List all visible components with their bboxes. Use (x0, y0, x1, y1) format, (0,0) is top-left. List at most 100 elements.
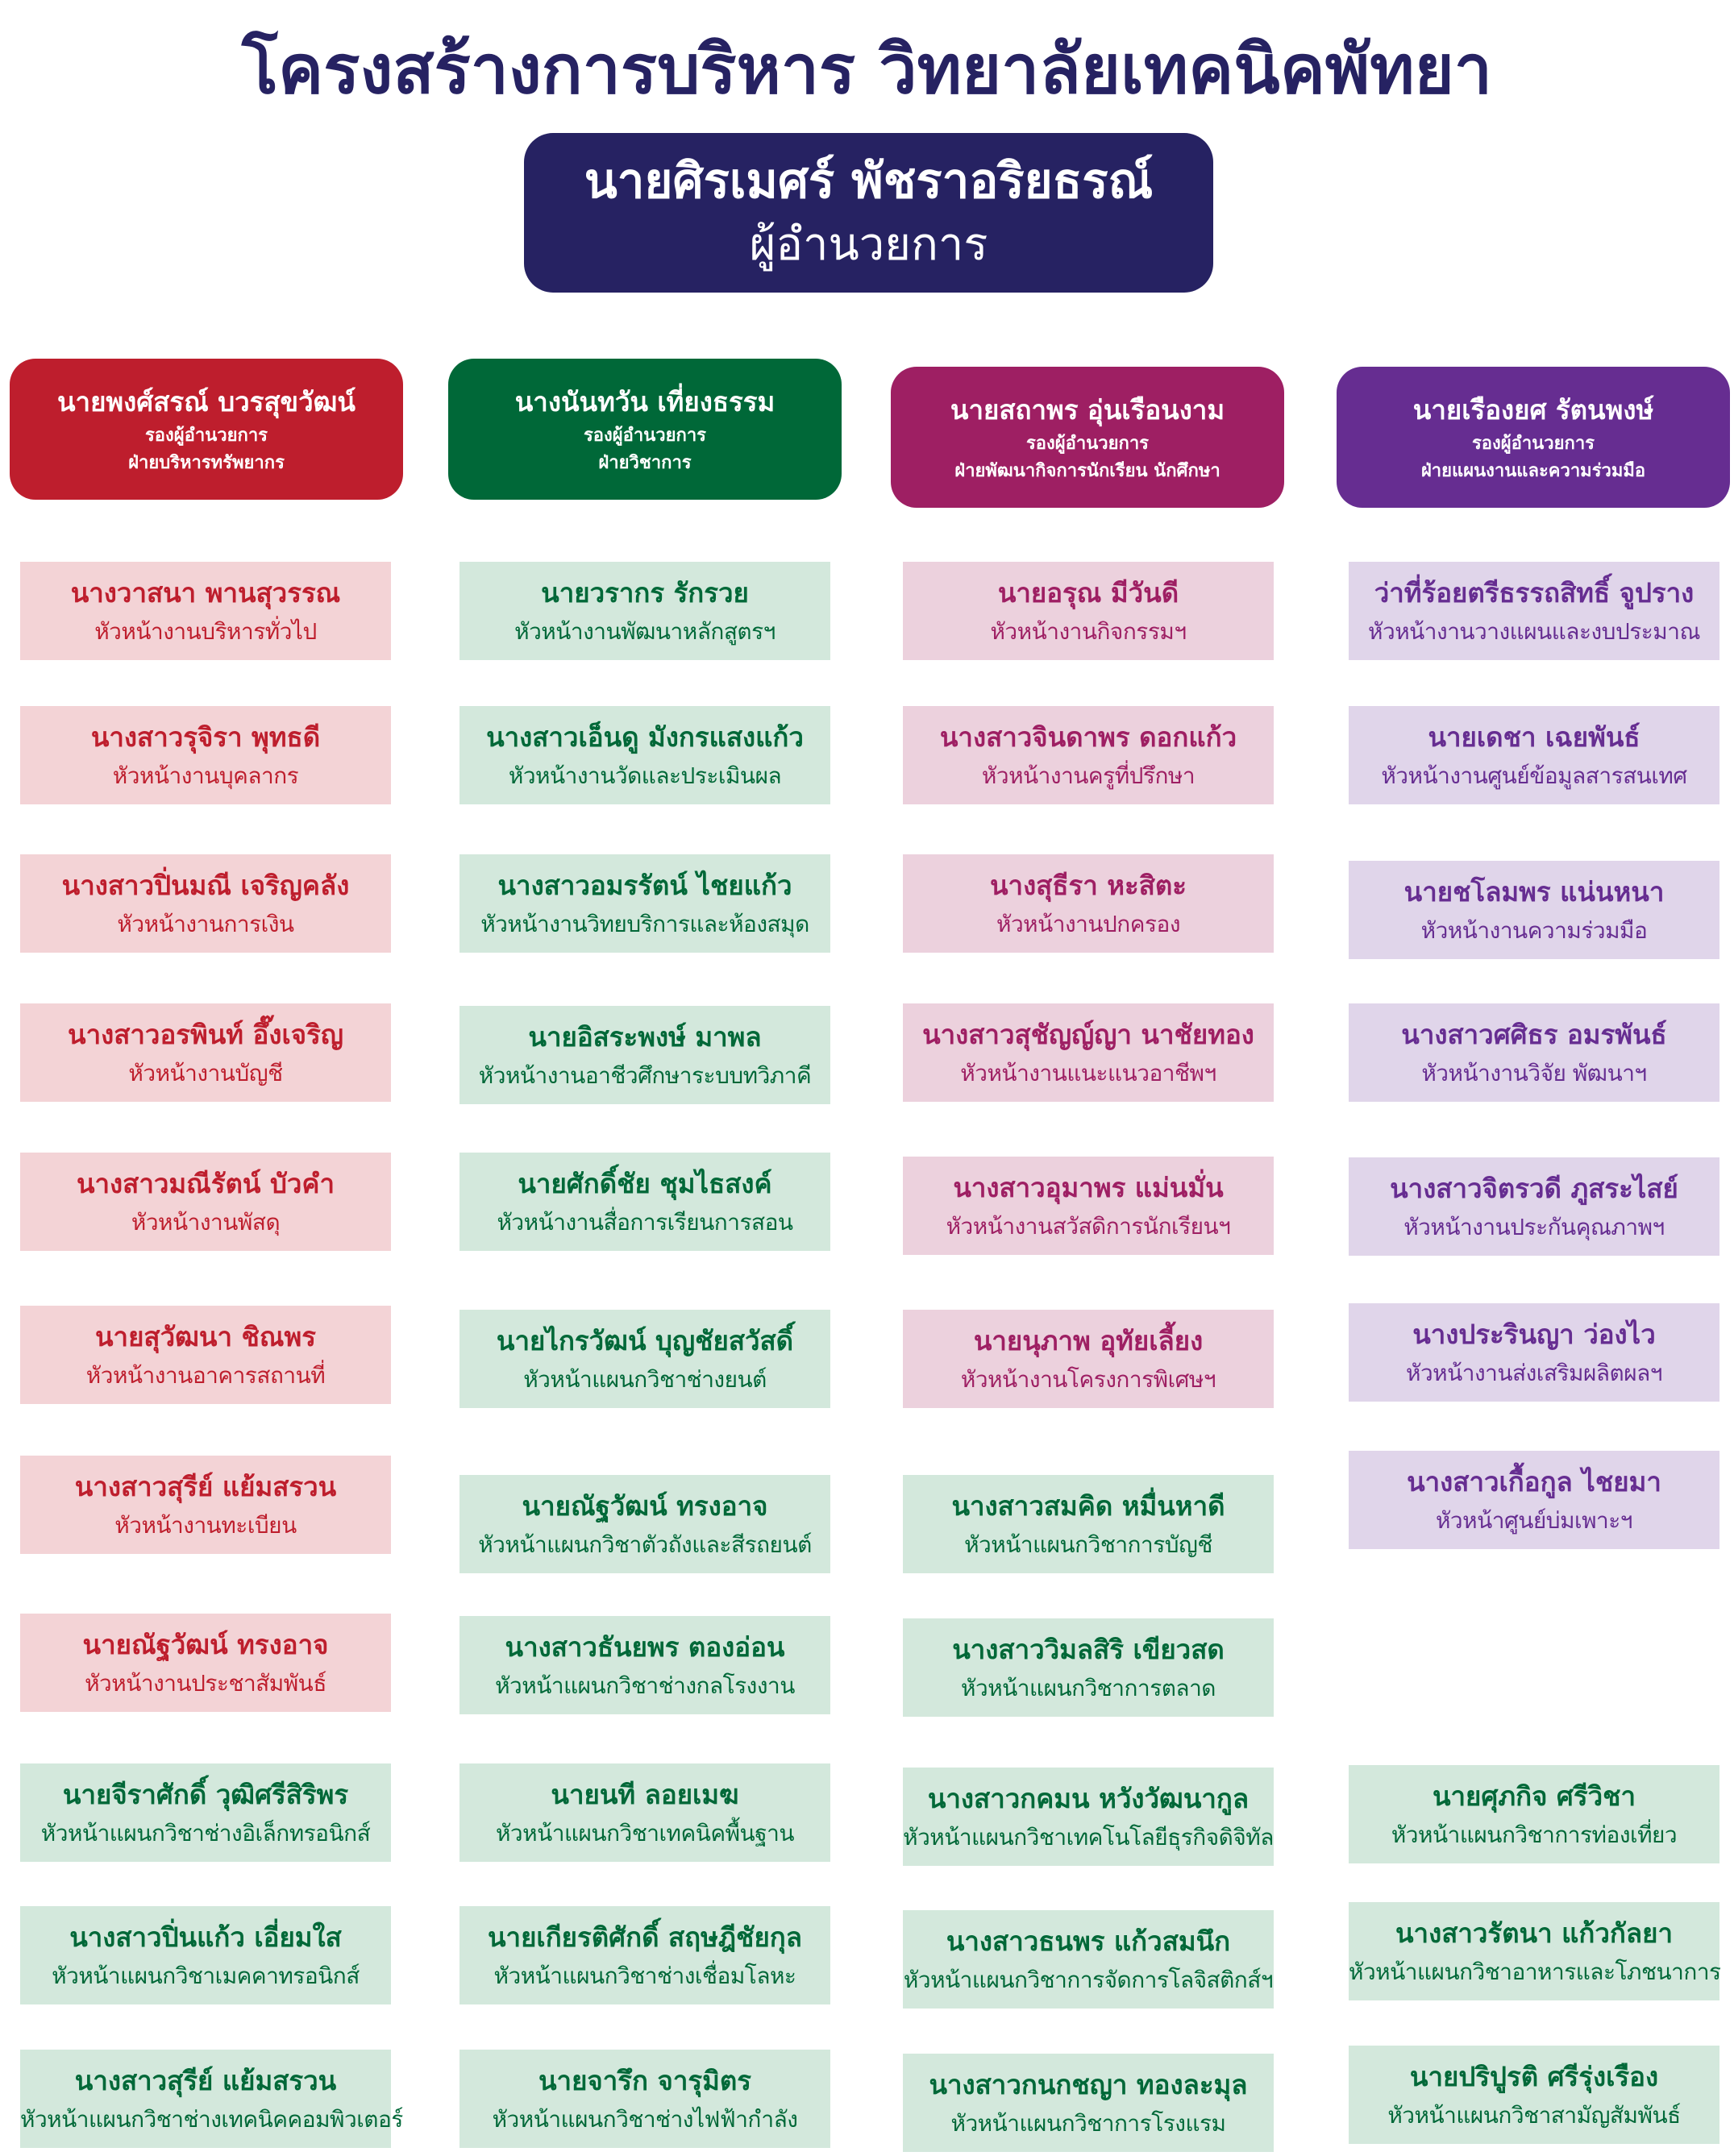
staff-name: นางสุธีรา หะสิตะ (989, 870, 1187, 901)
staff-name: นายสุวัฒนา ชิณพร (95, 1321, 316, 1352)
staff-name: นางสาวสุรีย์ แย้มสรวน (74, 2065, 337, 2096)
deputy-name: นายสถาพร อุ่นเรือนงาม (950, 393, 1225, 426)
staff-card: นางสาวธันยพร ตองอ่อนหัวหน้าแผนกวิชาช่างก… (459, 1616, 830, 1714)
staff-card: นายศักดิ์ชัย ชุมไธสงค์หัวหน้างานสื่อการเ… (459, 1153, 830, 1251)
staff-card: นางสาวรัตนา แก้วกัลยาหัวหน้าแผนกวิชาอาหา… (1349, 1902, 1721, 2000)
staff-card: นางสาววิมลสิริ เขียวสดหัวหน้าแผนกวิชาการ… (903, 1618, 1274, 1717)
staff-card: นายณัฐวัฒน์ ทรงอาจหัวหน้าแผนกวิชาตัวถังแ… (459, 1475, 830, 1573)
staff-card: นายนุภาพ อุทัยเลี้ยงหัวหน้างานโครงการพิเ… (903, 1310, 1274, 1408)
staff-name: นายนที ลอยเมฆ (551, 1779, 739, 1810)
staff-name: นางสาวสุรีย์ แย้มสรวน (74, 1471, 337, 1502)
staff-name: นางสาวกนกชญา ทองละมุล (929, 2069, 1248, 2100)
staff-position: หัวหน้าแผนกวิชาการโรงแรม (950, 2110, 1226, 2137)
staff-card: นางสาวจินดาพร ดอกแก้วหัวหน้างานครูที่ปรึ… (903, 706, 1274, 804)
deputy-dept: ฝ่ายพัฒนากิจการนักเรียน นักศึกษา (954, 460, 1220, 481)
staff-card: นายอรุณ มีวันดีหัวหน้างานกิจกรรมฯ (903, 562, 1274, 660)
staff-position: หัวหน้างานสวัสดิการนักเรียนฯ (946, 1213, 1231, 1240)
page-title: โครงสร้างการบริหาร วิทยาลัยเทคนิคพัทยา (241, 30, 1493, 109)
staff-card: นางสาวสมคิด หมื่นหาดีหัวหน้าแผนกวิชาการบ… (903, 1475, 1274, 1573)
staff-name: นายจารึก จารุมิตร (538, 2065, 751, 2096)
staff-card: นางสาวธนพร แก้วสมนึกหัวหน้าแผนกวิชาการจั… (903, 1910, 1274, 2009)
staff-card: นายศุภกิจ ศรีวิชาหัวหน้าแผนกวิชาการท่องเ… (1349, 1765, 1719, 1863)
staff-card: นายอิสระพงษ์ มาพลหัวหน้างานอาชีวศึกษาระบ… (459, 1006, 830, 1104)
staff-card: นางสาวกนกชญา ทองละมุลหัวหน้าแผนกวิชาการโ… (903, 2054, 1274, 2152)
staff-card: นายณัฐวัฒน์ ทรงอาจหัวหน้างานประชาสัมพันธ… (20, 1614, 391, 1712)
staff-position: หัวหน้าแผนกวิชาช่างยนต์ (523, 1366, 767, 1393)
deputy-director-box: นายสถาพร อุ่นเรือนงามรองผู้อำนวยการฝ่ายพ… (891, 367, 1284, 508)
staff-position: หัวหน้างานส่งเสริมผลิตผลฯ (1406, 1360, 1663, 1386)
staff-position: หัวหน้าแผนกวิชาช่างเชื่อมโลหะ (493, 1963, 796, 1989)
staff-card: นายเกียรติศักดิ์ สฤษฎีชัยกุลหัวหน้าแผนกว… (459, 1906, 830, 2004)
staff-position: หัวหน้างานการเงิน (117, 911, 294, 937)
staff-name: นายจีราศักดิ์ วุฒิศรีสิริพร (62, 1779, 349, 1810)
staff-position: หัวหน้างานประชาสัมพันธ์ (85, 1670, 326, 1697)
staff-card: นางสาวเกื้อกูล ไชยมาหัวหน้าศูนย์บ่มเพาะฯ (1349, 1451, 1719, 1549)
staff-position: หัวหน้างานพัฒนาหลักสูตรฯ (514, 618, 776, 645)
staff-card: นางสาวอุมาพร แม่นมั่นหัวหน้างานสวัสดิการ… (903, 1157, 1274, 1255)
staff-name: นางสาวรัตนา แก้วกัลยา (1395, 1917, 1673, 1949)
staff-position: หัวหน้าแผนกวิชาช่างเทคนิคคอมพิวเตอร์ (20, 2106, 403, 2133)
staff-name: นางสาวจิตรวดี ภูสระไสย์ (1390, 1173, 1678, 1204)
staff-position: หัวหน้างานแนะแนวอาชีพฯ (960, 1060, 1216, 1086)
deputy-director-box: นายเรืองยศ รัตนพงษ์รองผู้อำนวยการฝ่ายแผน… (1337, 367, 1730, 508)
staff-position: หัวหน้างานวิทยบริการและห้องสมุด (480, 911, 809, 937)
staff-position: หัวหน้าแผนกวิชาช่างไฟฟ้ากำลัง (492, 2106, 798, 2133)
staff-name: นางสาวอมรรัตน์ ไชยแก้ว (497, 870, 792, 901)
staff-name: นางสาวรุจิรา พุทธดี (90, 721, 321, 753)
deputy-dept: ฝ่ายวิชาการ (598, 452, 692, 473)
staff-name: นางสาวปิ่นแก้ว เอี่ยมใส (69, 1921, 342, 1953)
staff-name: นายณัฐวัฒน์ ทรงอาจ (82, 1629, 329, 1660)
staff-name: นายศักดิ์ชัย ชุมไธสงค์ (518, 1168, 772, 1199)
deputy-director-box: นางนันทวัน เที่ยงธรรมรองผู้อำนวยการฝ่ายว… (448, 359, 842, 500)
staff-name: นางสาววิมลสิริ เขียวสด (952, 1634, 1225, 1665)
director-box: นายศิรเมศร์ พัชราอริยธรณ์ ผู้อำนวยการ (524, 133, 1213, 293)
staff-card: นายปริปูรติ ศรีรุ่งเรืองหัวหน้าแผนกวิชาส… (1349, 2046, 1719, 2144)
staff-name: นางสาวอุมาพร แม่นมั่น (953, 1172, 1224, 1203)
staff-card: นางสาวสุชัญญ์ญา นาชัยทองหัวหน้างานแนะแนว… (903, 1003, 1274, 1102)
staff-card: นางสาวสุรีย์ แย้มสรวนหัวหน้างานทะเบียน (20, 1456, 391, 1554)
staff-card: นางสาวอมรรัตน์ ไชยแก้วหัวหน้างานวิทยบริก… (459, 854, 830, 953)
staff-name: นางสาวเอ็นดู มังกรแสงแก้ว (486, 721, 804, 753)
deputy-name: นางนันทวัน เที่ยงธรรม (514, 385, 776, 417)
staff-name: นางสาวสมคิด หมื่นหาดี (951, 1490, 1225, 1522)
staff-position: หัวหน้าแผนกวิชาเทคนิคพื้นฐาน (495, 1820, 795, 1847)
staff-card: นายจีราศักดิ์ วุฒิศรีสิริพรหัวหน้าแผนกวิ… (20, 1763, 391, 1862)
staff-card: นางสาวเอ็นดู มังกรแสงแก้วหัวหน้างานวัดแล… (459, 706, 830, 804)
staff-card: นางสาวมณีรัตน์ บัวคำหัวหน้างานพัสดุ (20, 1153, 391, 1251)
staff-position: หัวหน้าศูนย์บ่มเพาะฯ (1435, 1507, 1633, 1534)
staff-position: หัวหน้างานโครงการพิเศษฯ (960, 1366, 1216, 1393)
staff-position: หัวหน้างานปกครอง (996, 911, 1181, 937)
staff-card: นายสุวัฒนา ชิณพรหัวหน้างานอาคารสถานที่ (20, 1306, 391, 1404)
staff-card: ว่าที่ร้อยตรีธรรถสิทธิ์ จูปรางหัวหน้างาน… (1349, 562, 1719, 660)
staff-position: หัวหน้างานครูที่ปรึกษา (981, 762, 1196, 789)
staff-card: นางสาวจิตรวดี ภูสระไสย์หัวหน้างานประกันค… (1349, 1157, 1719, 1256)
staff-position: หัวหน้าแผนกวิชาการบัญชี (964, 1531, 1212, 1558)
staff-name: นายชโลมพร แน่นหนา (1403, 876, 1665, 908)
deputy-role: รองผู้อำนวยการ (1471, 433, 1595, 454)
staff-position: หัวหน้าแผนกวิชาอาหารและโภชนาการ (1349, 1959, 1721, 1985)
staff-name: นายนุภาพ อุทัยเลี้ยง (973, 1325, 1204, 1356)
staff-card: นางสุธีรา หะสิตะหัวหน้างานปกครอง (903, 854, 1274, 953)
staff-name: นายเกียรติศักดิ์ สฤษฎีชัยกุล (488, 1921, 802, 1953)
staff-card: นางวาสนา พานสุวรรณหัวหน้างานบริหารทั่วไป (20, 562, 391, 660)
staff-name: นางสาวกคมน หวังวัฒนากูล (927, 1783, 1250, 1814)
staff-position: หัวหน้างานกิจกรรมฯ (990, 618, 1187, 645)
staff-card: นางสาวศศิธร อมรพันธ์หัวหน้างานวิจัย พัฒน… (1349, 1003, 1719, 1102)
staff-name: นางสาวอรพินท์ อึ๊งเจริญ (68, 1019, 343, 1050)
staff-position: หัวหน้าแผนกวิชาตัวถังและสีรถยนต์ (478, 1531, 812, 1558)
staff-position: หัวหน้างานความร่วมมือ (1420, 917, 1648, 944)
staff-name: นายเดชา เฉยพันธ์ (1428, 721, 1640, 753)
staff-position: หัวหน้างานวัดและประเมินผล (508, 762, 782, 789)
staff-name: นายปริปูรติ ศรีรุ่งเรือง (1409, 2061, 1659, 2092)
staff-position: หัวหน้างานวิจัย พัฒนาฯ (1421, 1060, 1647, 1086)
staff-card: นายนที ลอยเมฆหัวหน้าแผนกวิชาเทคนิคพื้นฐา… (459, 1763, 830, 1862)
staff-card: นางสาวรุจิรา พุทธดีหัวหน้างานบุคลากร (20, 706, 391, 804)
staff-position: หัวหน้าแผนกวิชาเมคคาทรอนิกส์ (52, 1963, 360, 1989)
staff-name: นางสาวธนพร แก้วสมนึก (946, 1925, 1231, 1957)
staff-position: หัวหน้างานศูนย์ข้อมูลสารสนเทศ (1381, 762, 1687, 789)
staff-card: นางสาวอรพินท์ อึ๊งเจริญหัวหน้างานบัญชี (20, 1003, 391, 1102)
deputy-dept: ฝ่ายแผนงานและความร่วมมือ (1420, 460, 1646, 481)
staff-name: นางสาวเกื้อกูล ไชยมา (1407, 1466, 1661, 1498)
staff-position: หัวหน้างานบัญชี (128, 1060, 283, 1086)
director-position: ผู้อำนวยการ (749, 218, 988, 271)
